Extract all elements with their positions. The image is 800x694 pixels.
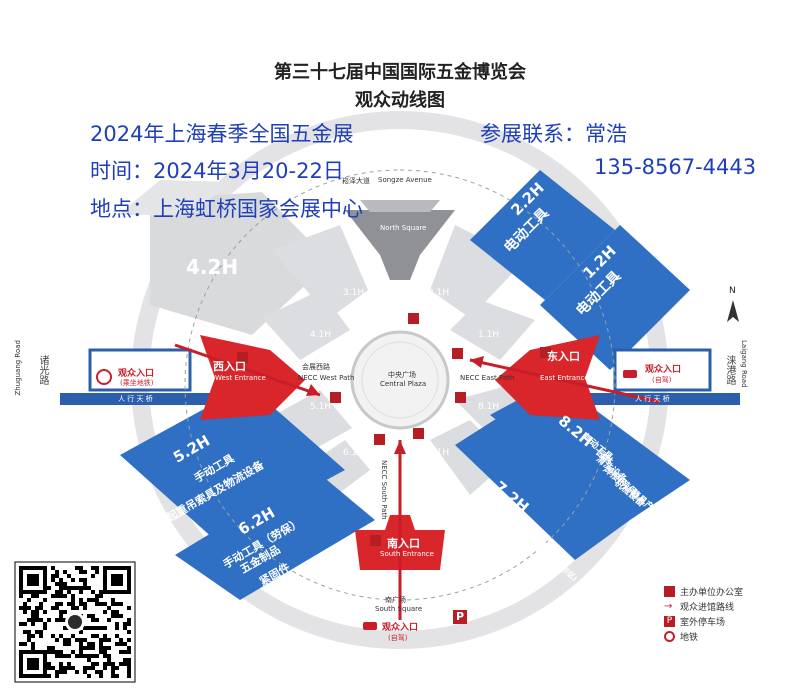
phone-text: 135-8567-4443 [594,155,757,179]
hall-7-2h [455,410,630,560]
south-square-cn: 南广场 [385,596,406,604]
metro-icon [96,369,112,385]
east-audience-sub: (自驾) [652,376,672,384]
hall-4-2h-block [150,192,330,335]
east-road-cn: 涞港路 [724,355,735,385]
legend-item-office: 主办单位办公室 [664,584,743,599]
hall-1-2h [540,225,690,370]
legend-label-office: 主办单位办公室 [680,588,744,598]
east-skybridge-label: 人 行 天 桥 [635,395,670,403]
south-parking-icon [453,610,467,624]
west-audience-entrance: 观众入口 [118,369,155,379]
hall-4-1h-block [262,290,350,360]
west-skybridge-label: 人 行 天 桥 [118,395,153,403]
hall-upper-left-strip [118,180,232,215]
hall-6-1h-label: 6.1H [343,448,365,458]
hall-7-1h-label: 7.1H [428,448,450,458]
west-path-label: NECC West Path [298,374,355,382]
east-audience-entrance: 观众入口 [645,365,682,375]
contact-text: 参展联系：常浩 [480,122,627,146]
west-road-en: Zhuguang Road [14,340,22,396]
hall-1-1h-label: 1.1H [478,330,500,340]
west-entrance-en: West Entrance [215,374,266,382]
hall-6-2h [175,470,375,600]
south-square-en: South Square [375,605,423,613]
west-path-cn: 会展西路 [302,363,330,371]
central-plaza-en: Central Plaza [380,380,427,388]
compass-label: N [729,286,736,296]
hall-5-2h [120,385,345,540]
central-plaza-cn: 中央广场 [388,371,416,379]
north-road-cn: 崧泽大道 [342,177,370,185]
hall-1-1h-block [450,300,535,360]
legend-item-route: → 观众进馆路线 [664,599,743,614]
north-square-funnel [345,210,455,280]
map-legend: 主办单位办公室 → 观众进馆路线 P 室外停车场 地铁 [664,584,743,644]
east-road-en: Laigang Road [740,340,748,388]
page-subtitle: 观众动线图 [355,90,445,111]
hall-3-1h-label: 3.1H [343,288,365,298]
legend-label-route: 观众进馆路线 [680,603,735,613]
west-road-cn: 诸光路 [37,355,48,385]
central-plaza [350,330,450,430]
east-entrance-en: East Entrance [540,374,589,382]
parking-icon: P [664,616,675,627]
legend-item-metro: 地铁 [664,629,743,644]
hall-2-2h [470,170,615,300]
hall-5-1h-label: 5.1H [310,402,332,412]
legend-item-parking: P 室外停车场 [664,614,743,629]
west-entrance-shape [200,335,305,420]
car-icon-south [363,622,377,630]
west-skybridge [60,393,240,405]
expo-name-text: 2024年上海春季全国五金展 [90,122,354,146]
legend-label-metro: 地铁 [680,633,699,643]
route-arrow-icon: → [664,601,673,612]
metro-legend-icon [664,631,675,642]
west-audience-sub: (乘坐地铁) [120,379,154,387]
venue-text: 地点：上海虹桥国家会展中心 [90,197,363,221]
hall-3-1h-block [272,225,368,318]
route-arrow-west [174,343,321,397]
hall-8-1h-label: 8.1H [478,402,500,412]
south-entrance-en: South Entrance [380,550,434,558]
compass-north-icon [727,300,739,322]
hall-4-1h-label: 4.1H [310,330,332,340]
date-text: 时间：2024年3月20-22日 [90,159,344,183]
hall-4-2h-id: 4.2H [186,255,239,279]
south-audience-entrance: 观众入口 [382,623,419,633]
north-road-en: Songze Avenue [378,176,432,184]
east-entrance-cn: 东入口 [547,350,580,363]
north-square-label: North Square [380,224,427,232]
south-audience-sub: (自驾) [388,634,408,642]
legend-label-parking: 室外停车场 [680,618,726,628]
car-icon-east [623,370,637,378]
parking-letter: P [456,610,465,623]
route-arrow-east [469,358,661,404]
south-entrance-cn: 南入口 [387,537,420,550]
west-entrance-cn: 西入口 [213,360,246,373]
south-path-label: NECC South Path [380,460,388,520]
office-icon [664,586,675,597]
office-markers [237,313,551,546]
wechat-qr-code [14,561,136,683]
hall-2-1h-label: 2.1H [428,288,450,298]
east-path-label: NECC East Path [460,374,515,382]
page-title: 第三十七届中国国际五金博览会 [274,62,526,83]
